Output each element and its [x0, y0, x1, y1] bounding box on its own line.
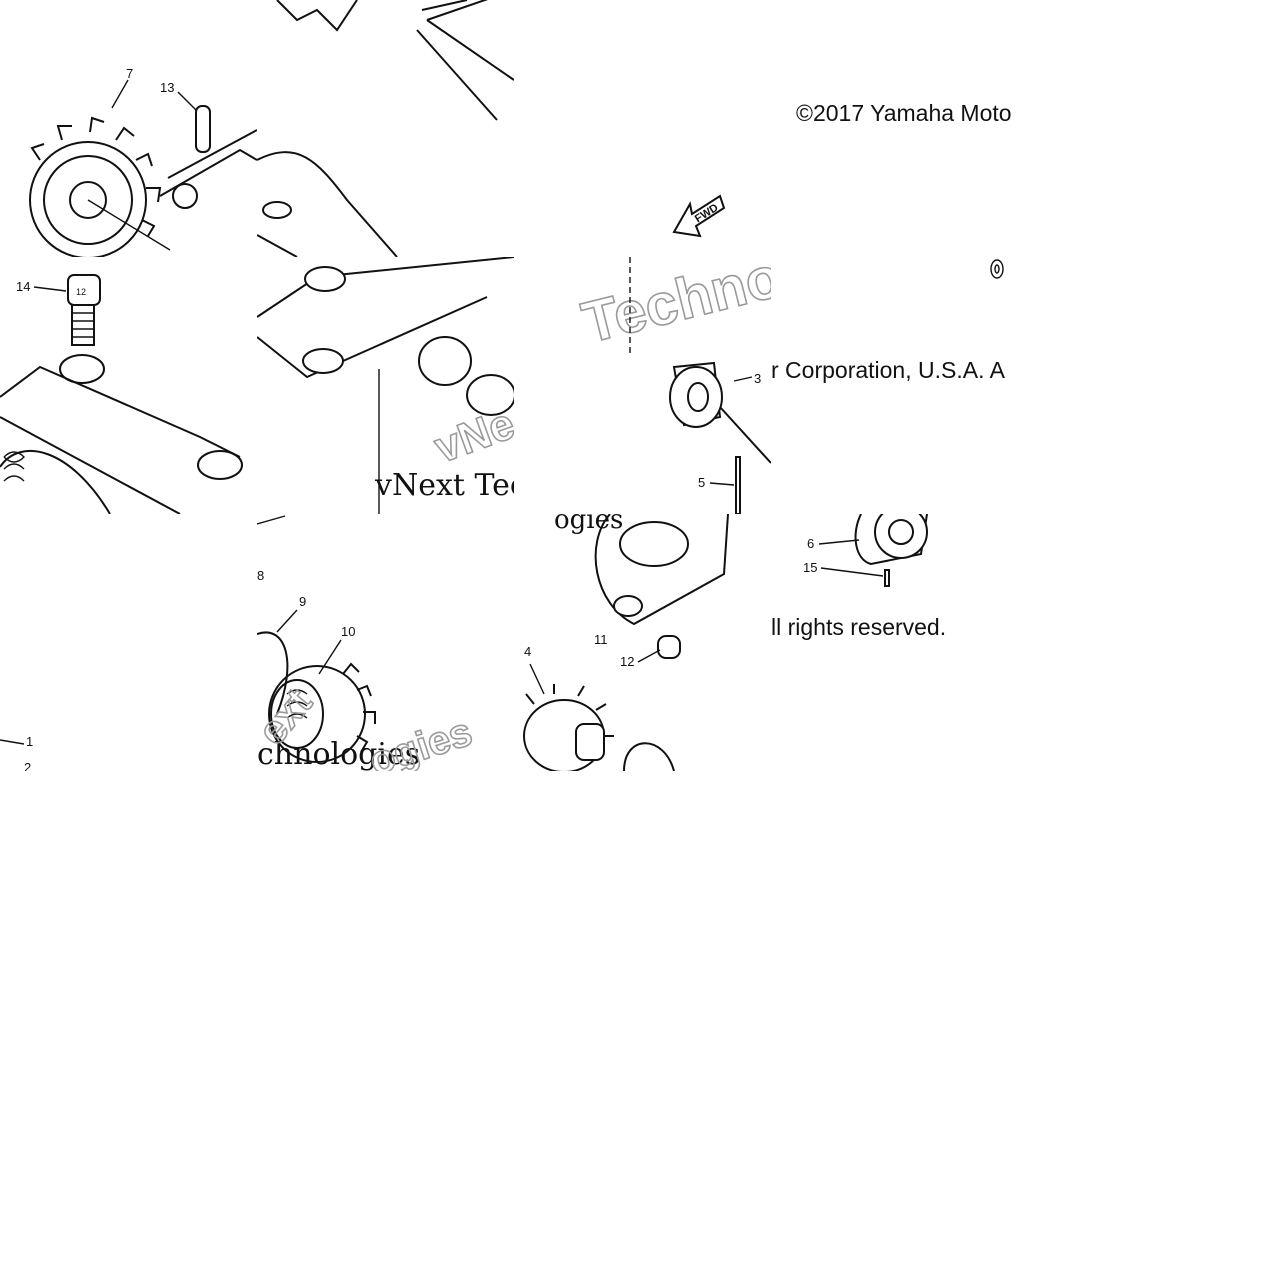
callout-1: 1	[26, 734, 33, 749]
callout-15: 15	[803, 560, 817, 575]
callout-11: 11	[594, 632, 608, 647]
copyright-line-3: ll rights reserved.	[771, 614, 947, 640]
callout-4: 4	[524, 644, 531, 659]
tile-fwd-arrow: FWD	[514, 0, 771, 257]
callout-10: 10	[341, 624, 355, 639]
copyright-line-1: ©2017 Yamaha Moto	[796, 100, 1012, 126]
svg-text:12: 12	[76, 287, 86, 297]
gear-10-drawing	[257, 631, 376, 763]
callout-7: 7	[126, 66, 133, 81]
tile-copyright-1: ©2017 Yamaha Moto	[771, 0, 1028, 257]
tile-gasket: vNext Tec vNe	[257, 257, 514, 514]
watermark-vnext: vNext Tec	[374, 468, 514, 503]
tile-part-6: 6 15 ll rights reserved.	[771, 514, 1028, 771]
callout-5: 5	[698, 475, 705, 490]
tile-part-1: 1 2	[0, 514, 257, 771]
watermark-ogies: ogies	[554, 514, 623, 535]
callout-12: 12	[620, 654, 634, 669]
tile-cover-11: ogies 11 12 4	[514, 514, 771, 771]
tile-shaft-3: Techno 3 5	[514, 257, 771, 514]
gear-7-drawing	[29, 116, 171, 257]
watermark-vne: vNe	[428, 399, 514, 473]
tile-copyright-2: r Corporation, U.S.A. A	[771, 257, 1028, 514]
callout-3: 3	[754, 371, 761, 386]
callout-9: 9	[299, 594, 306, 609]
bolt-12-drawing	[637, 635, 681, 663]
gear-4-drawing	[523, 684, 675, 771]
tile-gear-7: 7 13	[0, 0, 257, 257]
clip-icon	[990, 259, 1004, 279]
tile-gears-8-10: 8 9 10 chnologies ext ogies	[257, 514, 514, 771]
watermark-chnologies: chnologies	[257, 737, 420, 771]
tile-housing-top	[257, 0, 514, 257]
callout-13: 13	[160, 80, 174, 95]
callout-14: 14	[16, 279, 30, 294]
cover-11-drawing	[594, 514, 729, 626]
pin-13-drawing	[177, 91, 211, 153]
tile-bolt-14: 14 12	[0, 257, 257, 514]
watermark-techno: Techno	[576, 257, 771, 356]
callout-6: 6	[807, 536, 814, 551]
callout-8: 8	[257, 568, 264, 583]
bolt-14-drawing: 12	[67, 274, 101, 346]
copyright-line-2: r Corporation, U.S.A. A	[771, 357, 1005, 383]
bushing-3-drawing	[669, 361, 771, 464]
bushing-6-drawing	[854, 514, 928, 566]
callout-2: 2	[24, 760, 31, 771]
watermark-gies: ogies	[364, 710, 477, 771]
fwd-arrow-icon: FWD	[672, 194, 726, 238]
